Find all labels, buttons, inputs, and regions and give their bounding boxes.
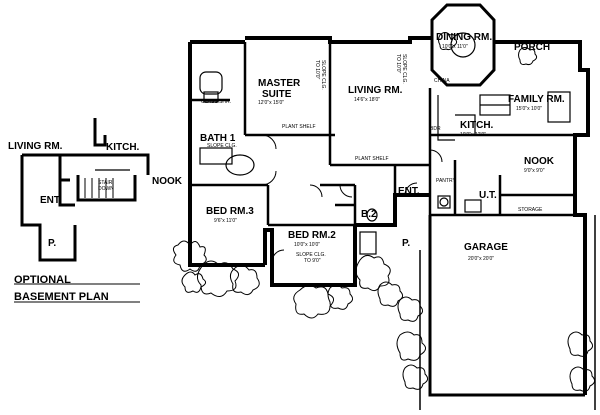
bed2-label: BED RM.2 bbox=[288, 230, 336, 241]
bath-slope-note: SLOPE CLG. bbox=[207, 143, 237, 149]
bed2-slope-note: SLOPE CLG. bbox=[296, 252, 326, 258]
bed2-slope-note-2: TO 9'0" bbox=[304, 258, 321, 264]
plant-shelf-note-2: PLANT SHELF bbox=[355, 156, 389, 162]
bath1-label: BATH 1 bbox=[200, 133, 236, 144]
pantry-note: PANTRY bbox=[436, 178, 456, 184]
dining-room-label: DINING RM. bbox=[436, 32, 492, 43]
interior-walls bbox=[190, 42, 585, 227]
basement-stair-detail bbox=[84, 178, 114, 198]
basement-entry-label: ENT. bbox=[40, 195, 62, 206]
basement-kitchen-label: KITCH. bbox=[106, 142, 140, 153]
living-slope-note-2: TO 10'0" bbox=[395, 54, 401, 74]
fixtures bbox=[95, 32, 571, 255]
basement-down-label: DOWN bbox=[98, 186, 114, 192]
master-slope-note: SLOPE CLG. bbox=[320, 60, 326, 90]
storage-note: STORAGE bbox=[518, 207, 543, 213]
utility-label: U.T. bbox=[479, 190, 497, 201]
basement-title-2: BASEMENT PLAN bbox=[14, 291, 109, 303]
porch-label: PORCH bbox=[514, 42, 550, 53]
bed3-dims: 9'6"x 11'0" bbox=[214, 218, 237, 224]
basement-title-1: OPTIONAL bbox=[14, 274, 71, 286]
master-label-2: SUITE bbox=[262, 89, 292, 100]
plan-notes: GLASS SHR. PLANT SHELF PLANT SHELF SLOPE… bbox=[201, 54, 543, 264]
basement-stair-label: STAIR bbox=[98, 180, 113, 186]
master-dims: 12'0"x 15'0" bbox=[258, 100, 284, 106]
nook-dims: 9'0"x 9'0" bbox=[524, 168, 545, 174]
bath2-label: B.2 bbox=[361, 209, 377, 220]
basement-plan-walls bbox=[20, 118, 150, 262]
porch-p-label: P. bbox=[402, 238, 410, 249]
garage-label: GARAGE bbox=[464, 242, 508, 253]
master-slope-note-2: TO 10'0" bbox=[314, 60, 320, 80]
basement-labels: LIVING RM. KITCH. NOOK ENT. P. STAIR DOW… bbox=[8, 141, 183, 303]
glass-shower-note: GLASS SHR. bbox=[201, 99, 231, 105]
living-room-label: LIVING RM. bbox=[348, 85, 403, 96]
bed2-dims: 10'0"x 10'0" bbox=[294, 242, 320, 248]
room-labels: DINING RM. 10'0"x 11'0" PORCH MASTER SUI… bbox=[200, 32, 565, 262]
living-room-dims: 14'6"x 18'0" bbox=[354, 97, 380, 103]
china-note: CHINA bbox=[434, 78, 450, 84]
driveway bbox=[419, 215, 596, 410]
nook-label: NOOK bbox=[524, 156, 555, 167]
family-room-dims: 15'0"x 10'0" bbox=[516, 106, 542, 112]
dining-room-dims: 10'0"x 11'0" bbox=[442, 44, 468, 50]
garage-dims: 20'0"x 20'0" bbox=[468, 256, 494, 262]
family-room-label: FAMILY RM. bbox=[508, 94, 565, 105]
basement-porch-label: P. bbox=[48, 238, 56, 249]
kitchen-dims: 10'0"x 12'0" bbox=[460, 132, 486, 138]
basement-nook-label: NOOK bbox=[152, 176, 183, 187]
main-plan-walls bbox=[188, 3, 590, 397]
bed3-label: BED RM.3 bbox=[206, 206, 254, 217]
kitchen-label: KITCH. bbox=[460, 120, 494, 131]
door-swings bbox=[261, 134, 443, 263]
plant-shelf-note-1: PLANT SHELF bbox=[282, 124, 316, 130]
landscaping-shrubs bbox=[172, 32, 596, 392]
master-label-1: MASTER bbox=[258, 78, 301, 89]
bdr-note: BDR bbox=[430, 126, 441, 132]
entry-label: ENT. bbox=[398, 186, 420, 197]
living-slope-note: SLOPE CLG. bbox=[401, 54, 407, 84]
basement-living-label: LIVING RM. bbox=[8, 141, 63, 152]
